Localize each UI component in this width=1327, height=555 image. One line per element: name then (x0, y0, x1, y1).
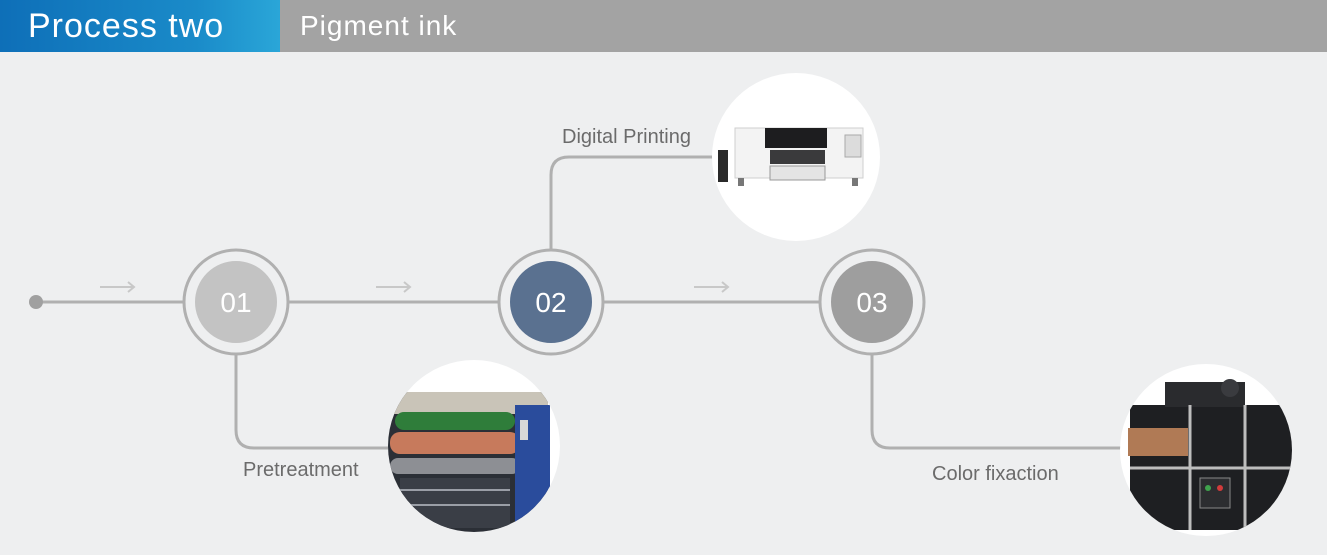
roller-coating-machine-icon (388, 360, 560, 532)
step-1-branch (234, 354, 392, 450)
header-bar: Process two Pigment ink (0, 0, 1327, 52)
page-subtitle: Pigment ink (300, 10, 458, 41)
step-2-label: Digital Printing (562, 126, 691, 148)
industrial-printer-icon (712, 73, 880, 241)
flow-arrows (100, 281, 730, 293)
step-2-branch (549, 155, 716, 250)
step-3-circle (829, 259, 915, 345)
step-1-number: 01 (220, 287, 251, 318)
step-2-circle (508, 259, 594, 345)
page-title: Process two (0, 0, 280, 52)
step-3-branch (870, 354, 1128, 450)
step-3-label: Color fixaction (932, 463, 1059, 485)
step-1-circle (193, 259, 279, 345)
step-3: 03 (829, 259, 915, 345)
step-3-number: 03 (856, 287, 887, 318)
arrow-icon (100, 281, 136, 293)
arrow-icon (694, 281, 730, 293)
arrow-icon (376, 281, 412, 293)
step-1: 01 (193, 259, 279, 345)
flow-start-dot (29, 295, 43, 309)
step-1-label: Pretreatment (243, 459, 359, 481)
curing-oven-machine-icon (1120, 364, 1292, 536)
step-2: 02 (508, 259, 594, 345)
flow-connectors (36, 155, 1128, 450)
step-2-number: 02 (535, 287, 566, 318)
